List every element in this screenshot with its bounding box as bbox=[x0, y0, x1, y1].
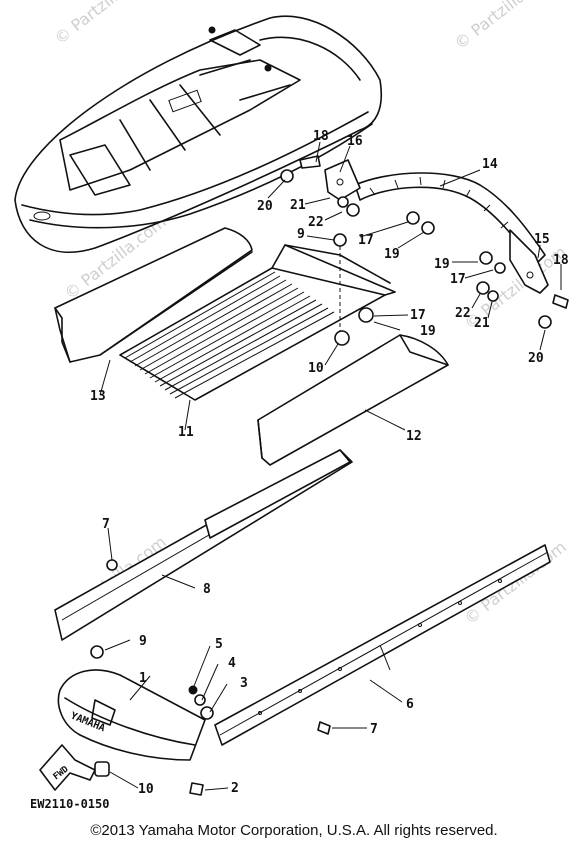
label-22a: 22 bbox=[308, 215, 324, 230]
watermark-1: © Partzilla.com bbox=[51, 0, 160, 48]
label-2: 2 bbox=[231, 781, 239, 796]
label-18b: 18 bbox=[553, 253, 569, 268]
hull-illustration bbox=[14, 15, 383, 253]
part-6-rub-rail bbox=[214, 544, 551, 746]
label-1: 1 bbox=[139, 671, 147, 686]
label-21b: 21 bbox=[474, 316, 490, 331]
part-15-bracket bbox=[509, 229, 549, 294]
copyright-notice: ©2013 Yamaha Motor Corporation, U.S.A. A… bbox=[90, 822, 498, 839]
part-1-bumper: YAMAHA FWD bbox=[39, 645, 206, 791]
lower-hardware bbox=[188, 685, 214, 796]
label-19c: 19 bbox=[420, 324, 436, 339]
part-11-center-mat bbox=[119, 244, 396, 401]
label-4: 4 bbox=[228, 656, 236, 671]
label-10a: 10 bbox=[308, 361, 324, 376]
label-9a: 9 bbox=[297, 227, 305, 242]
label-9b: 9 bbox=[139, 634, 147, 649]
leader-lines bbox=[99, 141, 562, 791]
label-3: 3 bbox=[240, 676, 248, 691]
part-12-right-mat bbox=[257, 334, 449, 466]
label-11: 11 bbox=[178, 425, 194, 440]
label-20b: 20 bbox=[528, 351, 544, 366]
label-16: 16 bbox=[347, 134, 363, 149]
part-13-left-mat bbox=[54, 227, 253, 363]
label-19a: 19 bbox=[384, 247, 400, 262]
label-6: 6 bbox=[406, 697, 414, 712]
part-8-side-strip bbox=[54, 449, 353, 641]
part-labels: 18 16 14 20 21 22 9 17 19 15 18 19 17 22… bbox=[90, 129, 569, 797]
label-17c: 17 bbox=[410, 308, 426, 323]
label-21a: 21 bbox=[290, 198, 306, 213]
label-14: 14 bbox=[482, 157, 498, 172]
watermark-2: © Partzilla.com bbox=[451, 0, 560, 53]
label-7b: 7 bbox=[370, 722, 378, 737]
label-7a: 7 bbox=[102, 517, 110, 532]
label-13: 13 bbox=[90, 389, 106, 404]
rear-hardware bbox=[280, 155, 569, 346]
label-5: 5 bbox=[215, 637, 223, 652]
label-17b: 17 bbox=[450, 272, 466, 287]
label-17a: 17 bbox=[358, 233, 374, 248]
label-19b: 19 bbox=[434, 257, 450, 272]
label-10b: 10 bbox=[138, 782, 154, 797]
label-12: 12 bbox=[406, 429, 422, 444]
diagram-code: EW2110-0150 bbox=[30, 797, 109, 811]
label-8: 8 bbox=[203, 582, 211, 597]
label-15: 15 bbox=[534, 232, 550, 247]
label-22b: 22 bbox=[455, 306, 471, 321]
label-18a: 18 bbox=[313, 129, 329, 144]
label-20a: 20 bbox=[257, 199, 273, 214]
